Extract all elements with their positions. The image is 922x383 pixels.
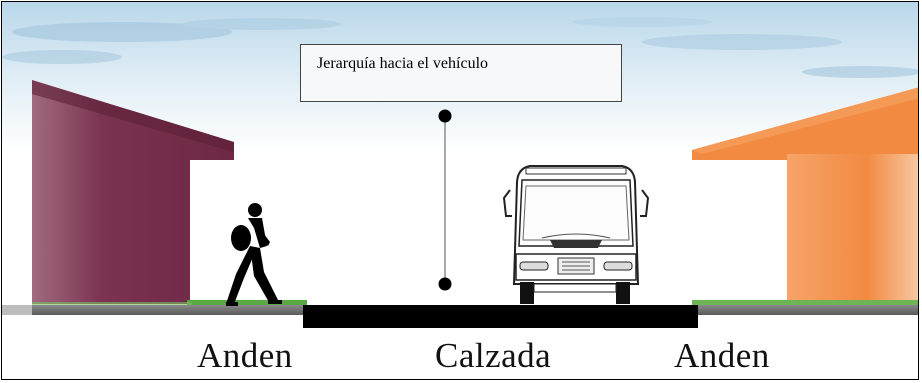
walking-person-icon bbox=[226, 203, 282, 306]
right-sidewalk-label: Anden bbox=[674, 336, 770, 375]
road-label: Calzada bbox=[435, 336, 552, 375]
road bbox=[303, 305, 698, 328]
hierarchy-callout-box: Jerarquía hacia el vehículo bbox=[300, 44, 622, 102]
indicator-bottom-dot bbox=[438, 277, 452, 291]
clouds bbox=[2, 17, 918, 78]
hierarchy-indicator bbox=[438, 109, 452, 291]
indicator-top-dot bbox=[438, 109, 452, 123]
callout-text: Jerarquía hacia el vehículo bbox=[317, 55, 489, 72]
left-sidewalk-label: Anden bbox=[197, 336, 293, 375]
right-house bbox=[692, 87, 918, 304]
left-house bbox=[32, 80, 234, 304]
bus-icon bbox=[502, 165, 650, 304]
sidewalk-edge bbox=[2, 305, 32, 315]
grass bbox=[32, 300, 918, 306]
